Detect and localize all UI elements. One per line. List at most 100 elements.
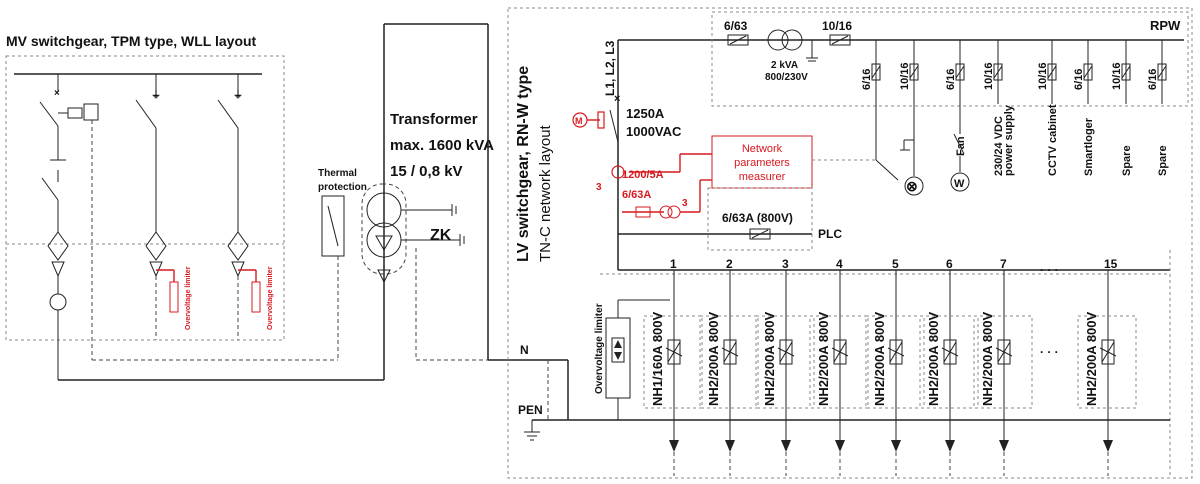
rpw-circuit-fuse: 6/16 — [861, 69, 873, 90]
mv-title: MV switchgear, TPM type, WLL layout — [6, 33, 257, 49]
mv-bay-3: ⏚ Overvoltage limiter — [217, 74, 274, 340]
feeder-fuse-label: NH2/200A 800V — [706, 311, 721, 406]
feeder-number: 5 — [892, 257, 899, 271]
mv-x-mark: × — [54, 88, 60, 99]
thermal-label-1: Thermal — [318, 168, 357, 179]
svg-text:⏚: ⏚ — [233, 89, 243, 101]
lv-overvoltage-label: Overvoltage limiter — [594, 303, 605, 394]
main-breaker-voltage: 1000VAC — [626, 124, 682, 139]
rpw-circuit-fuse: 6/16 — [1073, 69, 1085, 90]
phases-label: L1, L2, L3 — [603, 40, 617, 96]
rpw-panel-border — [711, 11, 1189, 107]
plc-fuse-label: 6/63A (800V) — [722, 211, 793, 225]
feeders-ellipsis-2: · · · — [1040, 345, 1059, 359]
ct-rating: 1200/5A — [622, 169, 664, 181]
feeder-fuse-label: NH2/200A 800V — [762, 311, 777, 406]
mv-panel-border — [5, 55, 285, 341]
mv-overvoltage-label-1: Overvoltage limiter — [185, 266, 192, 330]
feeder-fuse-label: NH2/200A 800V — [980, 311, 995, 406]
rpw-fuse-out: 10/16 — [822, 19, 852, 33]
rpw-transformer-power: 2 kVA — [771, 60, 798, 71]
rpw-circuit-label: Spare — [1157, 145, 1169, 176]
feeder-fuse-label: NH2/200A 800V — [1084, 311, 1099, 406]
rpw-title: RPW — [1150, 18, 1181, 33]
svg-text:⏚: ⏚ — [151, 89, 161, 101]
feeder-number: 7 — [1000, 257, 1007, 271]
rpw-circuit-label: 230/24 VDC — [993, 116, 1005, 176]
feeder-fuse-label: NH1/160A 800V — [650, 311, 665, 406]
transformer-section: Thermal protection Transformer max. 1600… — [318, 23, 568, 380]
measurer-label-2: parameters — [734, 157, 790, 169]
svg-text:×: × — [614, 93, 620, 105]
rpw-circuit-label: CCTV cabinet — [1047, 104, 1059, 176]
transformer-voltage: 15 / 0,8 kV — [390, 163, 463, 180]
rpw-circuit-fuse: 6/16 — [1147, 69, 1159, 90]
metering-fuse-label: 6/63A — [622, 189, 651, 201]
rpw-circuit: 10/16 230/24 VDC — [983, 40, 1005, 176]
thermal-label-2: protection — [318, 182, 367, 193]
rpw-circuit-label: power supply — [1003, 104, 1015, 176]
thermal-relay — [321, 195, 345, 257]
feeder-number: 4 — [836, 257, 843, 271]
feeder-number: 3 — [782, 257, 789, 271]
rpw-transformer-primary — [767, 29, 789, 51]
rpw-circuit-fuse: 10/16 — [1111, 62, 1123, 90]
mv-bay-2: ⏚ Overvoltage limiter — [135, 74, 192, 340]
rpw-circuit: 10/16 — [899, 40, 919, 104]
transformer-rating: max. 1600 kVA — [390, 137, 494, 154]
ct-symbol — [611, 165, 625, 179]
mv-switchgear: MV switchgear, TPM type, WLL layout × — [5, 33, 384, 381]
rpw-circuit: 6/16 — [861, 40, 881, 104]
rpw-transformer-secondary — [781, 29, 803, 51]
rpw-circuit-label: Smartloger — [1083, 117, 1095, 176]
feeder-fuse-label: NH2/200A 800V — [872, 311, 887, 406]
lv-title: LV switchgear, RN-W type — [515, 66, 532, 262]
fan-symbol — [950, 172, 970, 192]
ct-count: 3 — [596, 182, 602, 193]
rpw-circuit: power supply — [1003, 104, 1015, 176]
rpw-circuit-label: Spare — [1121, 145, 1133, 176]
pen-label: PEN — [518, 403, 543, 417]
lv-panel-border — [507, 7, 1193, 479]
mv-bay-incoming: × — [39, 74, 338, 380]
svg-text:⊗: ⊗ — [906, 178, 918, 194]
lv-subtitle: TN-C network layout — [537, 124, 554, 262]
rpw-circuit-fuse: 6/16 — [945, 69, 957, 90]
feeder-number: 1 — [670, 257, 677, 271]
rpw-circuit-fuse: 10/16 — [1037, 62, 1049, 90]
svg-text:W: W — [954, 178, 965, 190]
rpw-circuit-fuse: 10/16 — [983, 62, 995, 90]
feeder-fuse-label: NH2/200A 800V — [816, 311, 831, 406]
transformer-enclosure — [361, 183, 407, 275]
zk-label: ZK — [430, 227, 452, 244]
plc-label: PLC — [818, 227, 842, 241]
lamp-symbol — [904, 176, 924, 196]
main-breaker-rating: 1250A — [626, 106, 665, 121]
rpw-transformer-voltage: 800/230V — [765, 72, 808, 83]
mv-overvoltage-label-2: Overvoltage limiter — [267, 266, 274, 330]
neutral-label: N — [520, 343, 529, 357]
rpw-section: RPW 6/63 2 kVA 800/230V 10/16 6/16 10/16 6… — [711, 11, 1189, 196]
feeder-fuse-label: NH2/200A 800V — [926, 311, 941, 406]
rpw-fuse-in: 6/63 — [724, 19, 748, 33]
transformer-title: Transformer — [390, 111, 478, 128]
rpw-circuit-fuse: 10/16 — [899, 62, 911, 90]
feeder-number: 15 — [1104, 257, 1118, 271]
measurer-label-3: measurer — [739, 171, 786, 183]
feeder-number: 2 — [726, 257, 733, 271]
motor-label: M — [575, 116, 583, 126]
